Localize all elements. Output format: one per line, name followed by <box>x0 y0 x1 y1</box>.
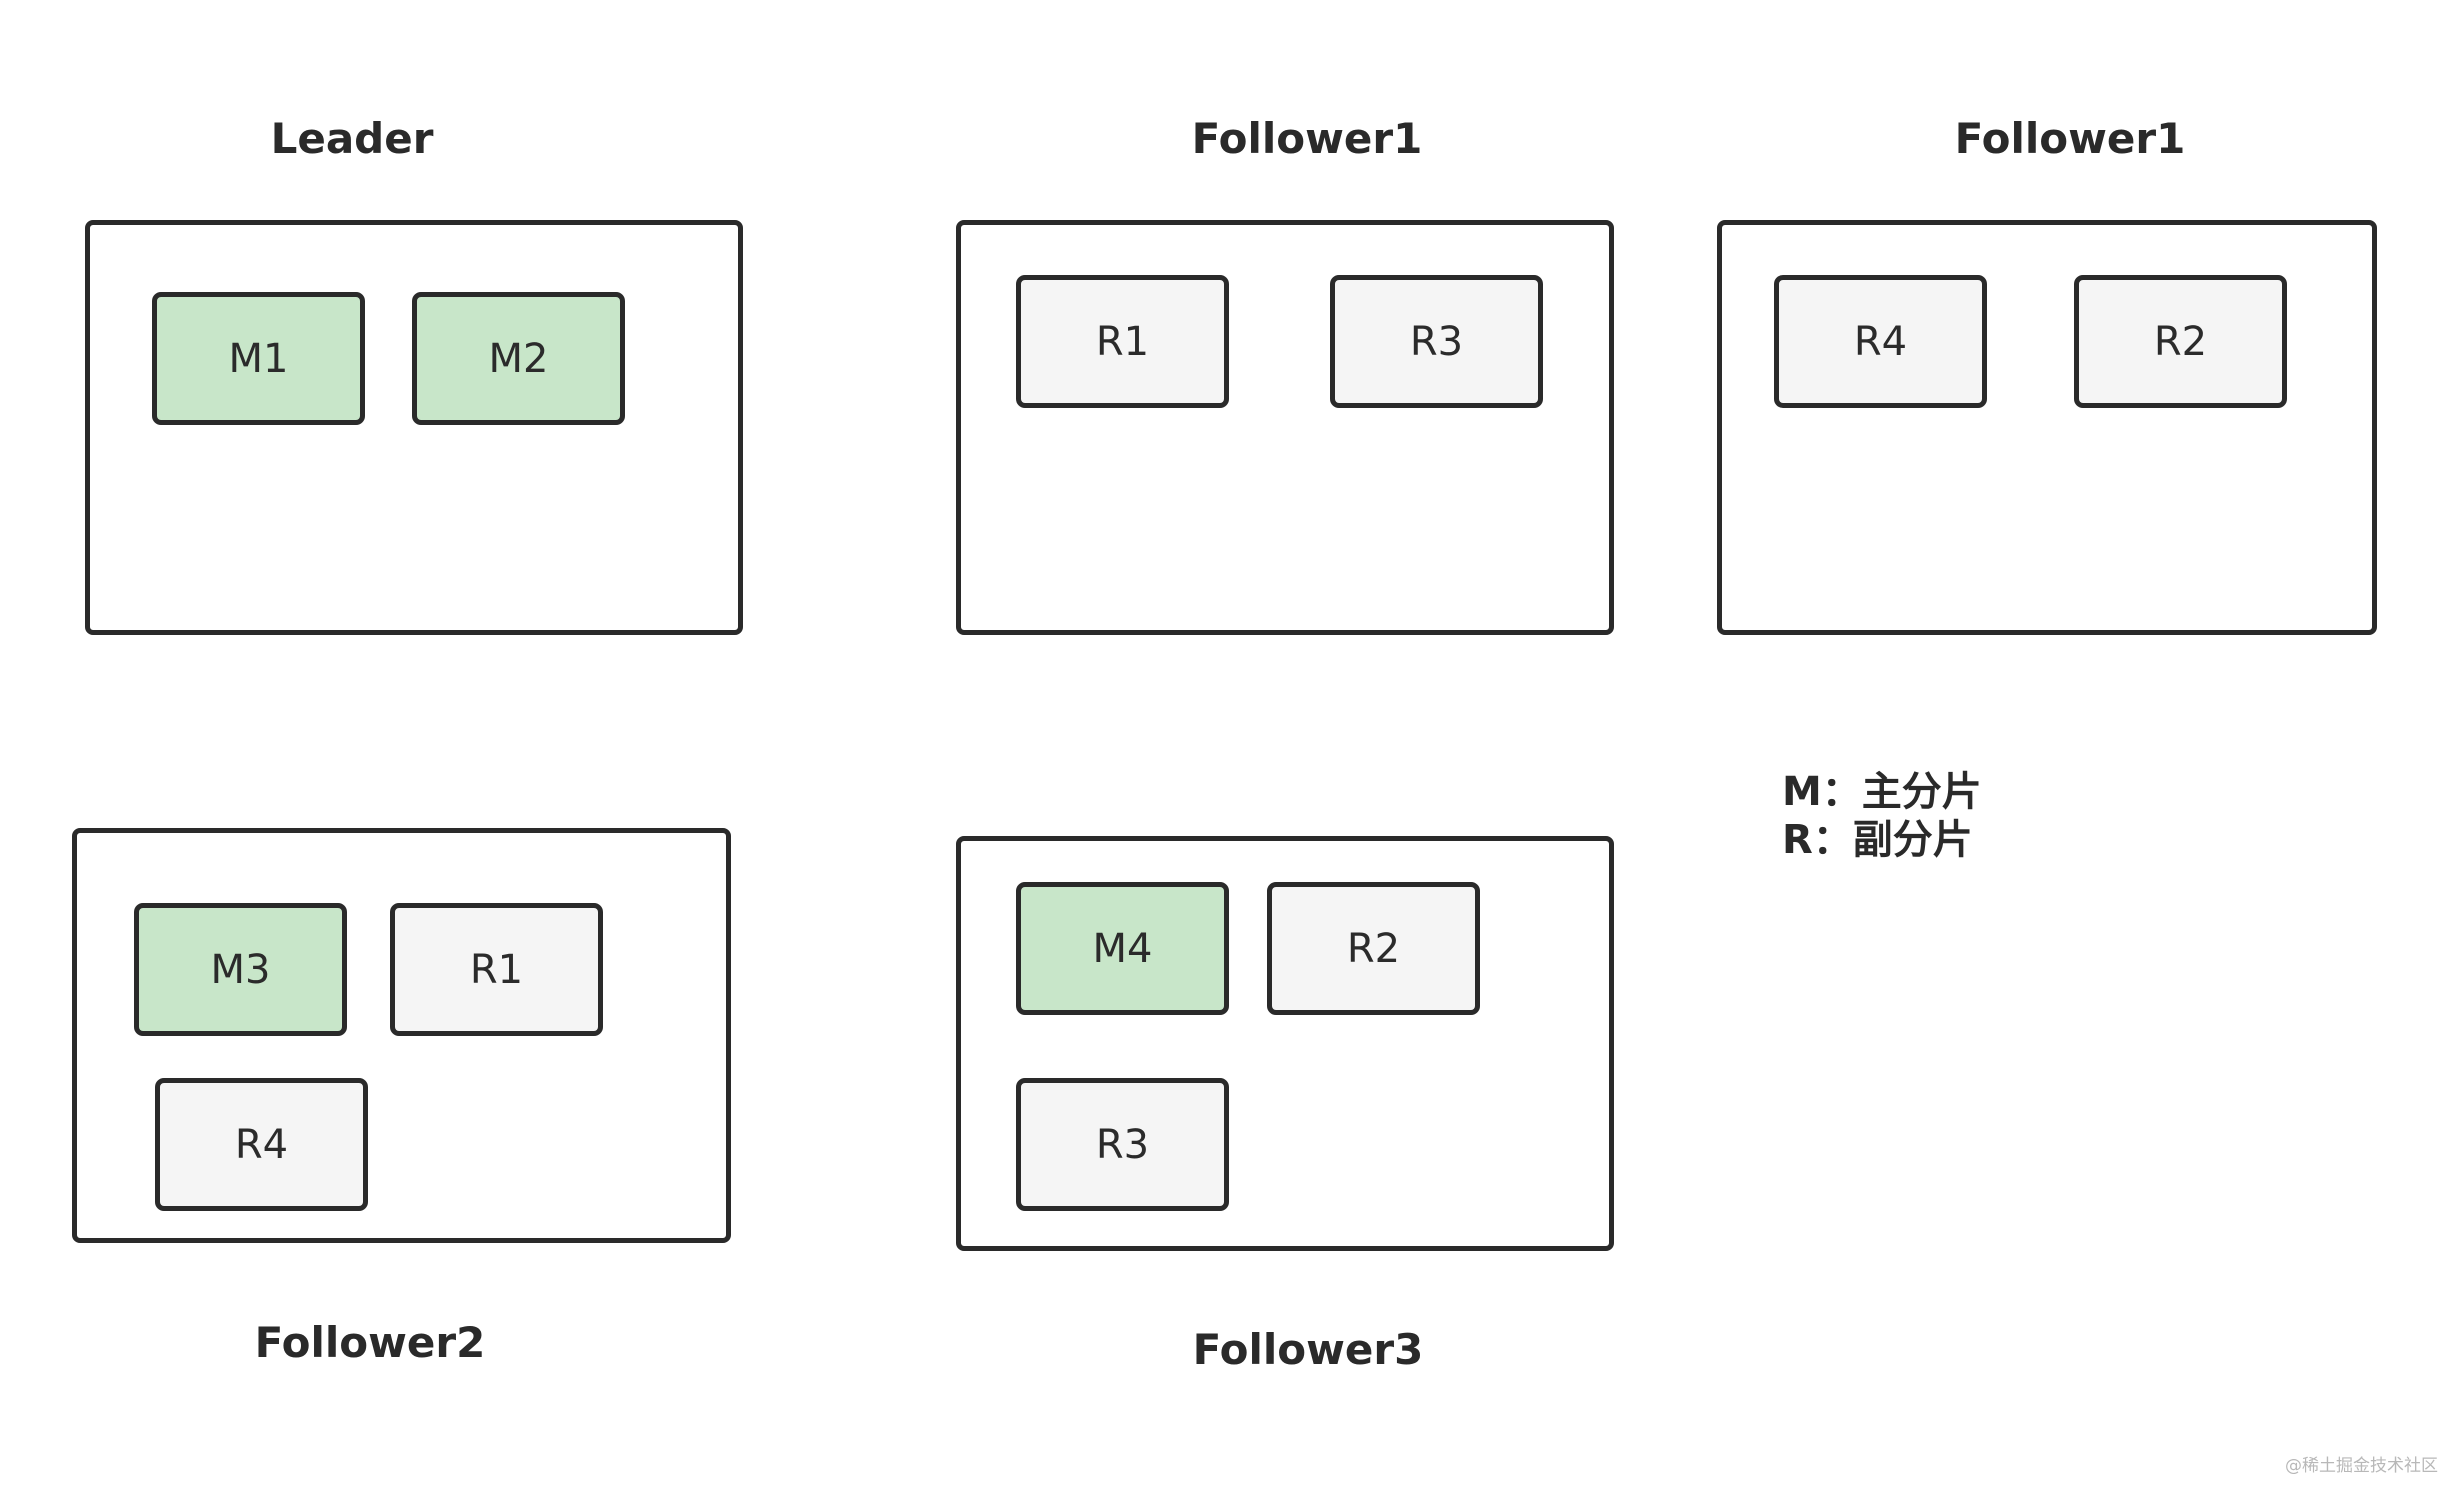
node-follower2: M3 R1 R4 <box>72 828 731 1243</box>
shard-replica: R2 <box>2074 275 2287 408</box>
node-title-follower2: Follower2 <box>254 1318 486 1367</box>
shard-primary: M2 <box>412 292 625 425</box>
node-follower1-a: R1 R3 <box>956 220 1614 635</box>
shard-replica: R3 <box>1330 275 1543 408</box>
shard-replica: R3 <box>1016 1078 1229 1211</box>
node-title-follower1-b: Follower1 <box>1954 114 2186 163</box>
shard-primary: M1 <box>152 292 365 425</box>
legend-replica: R：副分片 <box>1782 817 1973 863</box>
shard-replica: R4 <box>155 1078 368 1211</box>
shard-primary: M4 <box>1016 882 1229 1015</box>
legend-primary: M：主分片 <box>1782 769 1982 815</box>
node-title-leader: Leader <box>270 114 434 163</box>
shard-primary: M3 <box>134 903 347 1036</box>
shard-replica: R2 <box>1267 882 1480 1015</box>
node-leader: M1 M2 <box>85 220 743 635</box>
watermark: @稀土掘金技术社区 <box>2285 1456 2438 1476</box>
node-title-follower1-a: Follower1 <box>1191 114 1423 163</box>
shard-replica: R1 <box>390 903 603 1036</box>
node-title-follower3: Follower3 <box>1192 1325 1424 1374</box>
node-follower3: M4 R2 R3 <box>956 836 1614 1251</box>
legend: M：主分片 R：副分片 <box>1782 768 1982 864</box>
node-follower1-b: R4 R2 <box>1717 220 2377 635</box>
shard-replica: R4 <box>1774 275 1987 408</box>
shard-replica: R1 <box>1016 275 1229 408</box>
